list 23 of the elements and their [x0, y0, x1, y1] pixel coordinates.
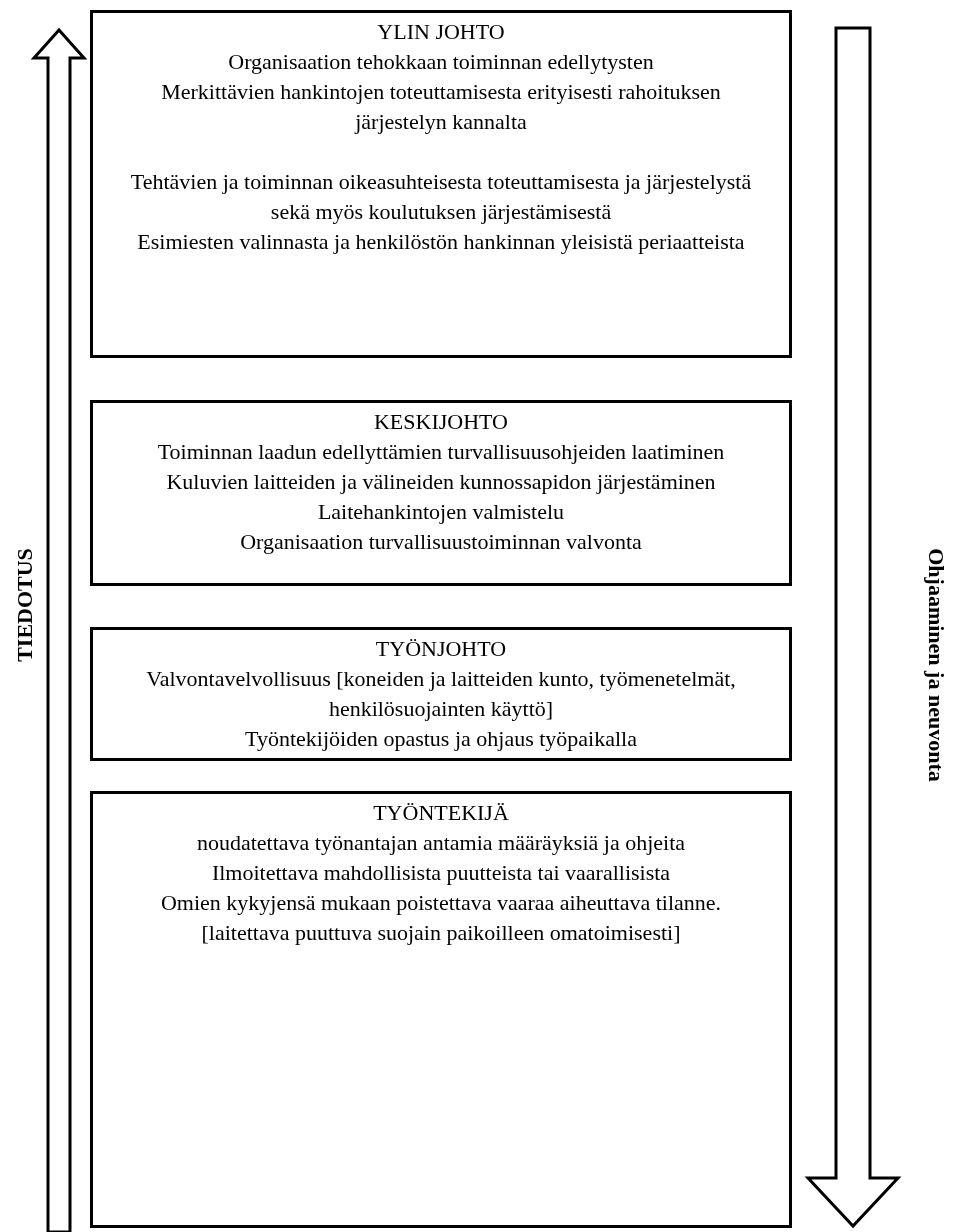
responsibility-text: Valvontavelvollisuus [koneiden ja laitteiden kunto, työmenetelmät, henkilösuojainten käyttö]: [145, 665, 737, 723]
responsibility-text: Kuluvien laitteiden ja välineiden kunnossapidon järjestäminen: [166, 468, 716, 496]
level-box: [90, 791, 792, 1228]
responsibility-text: Esimiesten valinnasta ja henkilöstön hankinnan yleisistä periaatteista: [137, 228, 745, 256]
responsibility-text: Merkittävien hankintojen toteuttamisesta erityisesti rahoituksen järjestelyn kannalta: [160, 78, 722, 136]
responsibility-text: Laitehankintojen valmistelu: [317, 498, 565, 526]
level-box: [90, 10, 792, 358]
level-heading: TYÖNTEKIJÄ: [373, 799, 509, 827]
responsibility-text: Ilmoitettava mahdollisista puutteista tai vaarallisista: [211, 859, 671, 887]
axis-label: Ohjaaminen ja neuvonta: [923, 548, 949, 782]
level-box: [90, 627, 792, 761]
responsibility-text: Tehtävien ja toiminnan oikeasuhteisesta toteuttamisesta ja järjestelystä sekä myös koulutuksen järjestämisestä: [129, 168, 753, 226]
level-box: [90, 400, 792, 586]
axis-label: TIEDOTUS: [11, 548, 37, 662]
responsibility-text: Työntekijöiden opastus ja ohjaus työpaikalla: [245, 725, 637, 753]
responsibility-text: Organisaation tehokkaan toiminnan edellytysten: [228, 48, 654, 76]
level-heading: YLIN JOHTO: [377, 18, 505, 46]
responsibility-text: noudatettava työnantajan antamia määräyksiä ja ohjeita: [196, 829, 686, 857]
responsibility-text: Omien kykyjensä mukaan poistettava vaaraa aiheuttava tilanne. [laitettava puuttuva suojain paikoilleen omatoimisesti]: [159, 889, 723, 947]
level-heading: TYÖNJOHTO: [375, 635, 507, 663]
responsibility-text: Organisaation turvallisuustoiminnan valvonta: [240, 528, 642, 556]
responsibility-text: Toiminnan laadun edellyttämien turvallisuusohjeiden laatiminen: [157, 438, 725, 466]
level-heading: KESKIJOHTO: [373, 408, 508, 436]
